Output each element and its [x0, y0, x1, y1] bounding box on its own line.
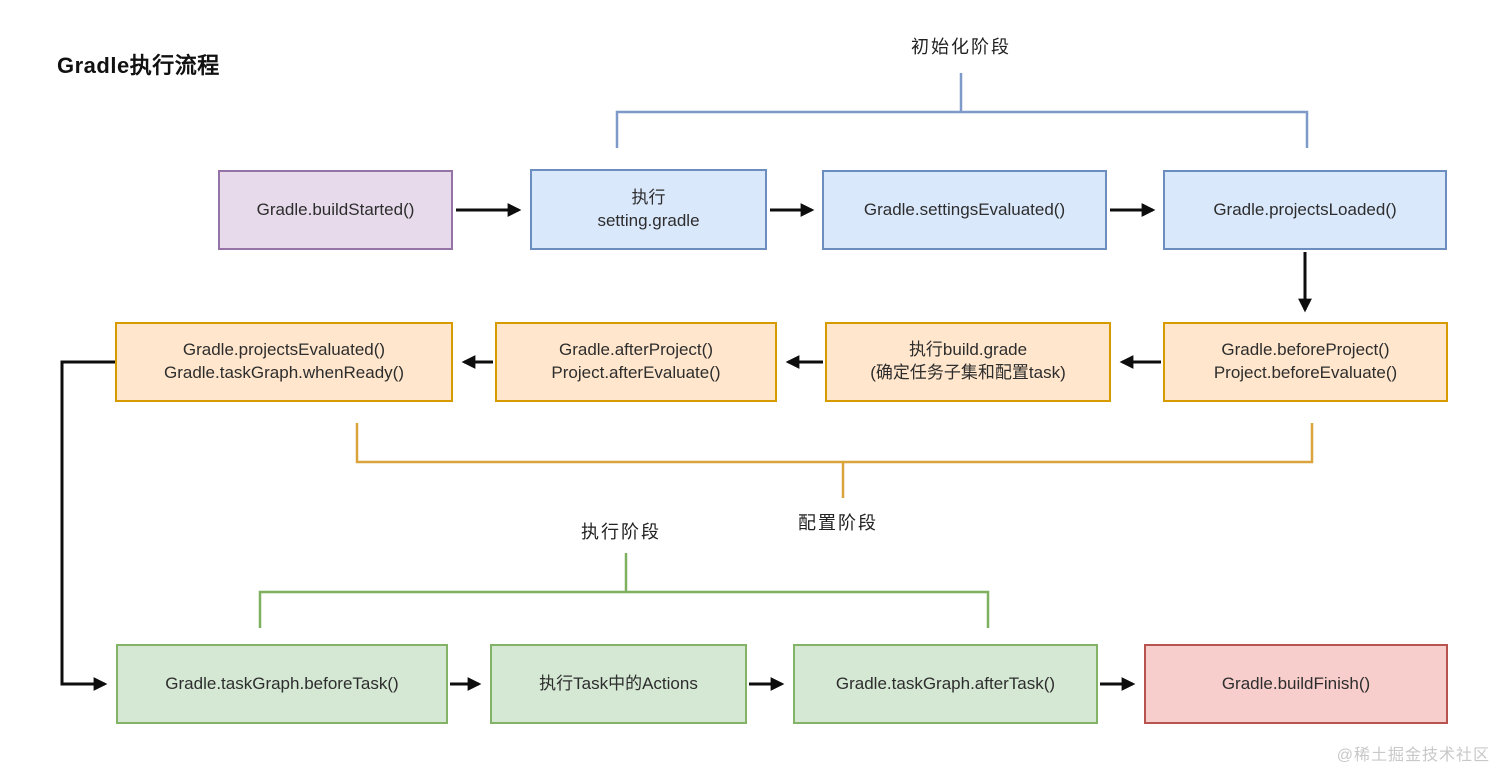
node-build-finish: Gradle.buildFinish() — [1144, 644, 1448, 724]
diagram-title: Gradle执行流程 — [57, 53, 220, 78]
phase-label-initialization: 初始化阶段 — [911, 37, 1011, 57]
node-exec-task-actions: 执行Task中的Actions — [490, 644, 747, 724]
phase-label-execution: 执行阶段 — [581, 522, 661, 542]
node-projects-loaded: Gradle.projectsLoaded() — [1163, 170, 1447, 250]
node-build-started: Gradle.buildStarted() — [218, 170, 453, 250]
arrow-projectsevaluated-elbow-to-beforetask — [60, 360, 115, 691]
node-settings-evaluated: Gradle.settingsEvaluated() — [822, 170, 1107, 250]
phase-label-configuration: 配置阶段 — [798, 513, 878, 533]
node-before-project: Gradle.beforeProject() Project.beforeEva… — [1163, 322, 1448, 402]
bracket-initialization — [615, 110, 1309, 148]
node-projects-evaluated: Gradle.projectsEvaluated() Gradle.taskGr… — [115, 322, 453, 402]
node-before-task: Gradle.taskGraph.beforeTask() — [116, 644, 448, 724]
watermark: @稀土掘金技术社区 — [1336, 747, 1490, 764]
bracket-configuration — [355, 423, 1314, 464]
node-after-project: Gradle.afterProject() Project.afterEvalu… — [495, 322, 777, 402]
node-exec-setting-gradle: 执行 setting.gradle — [530, 169, 767, 250]
bracket-execution — [258, 590, 990, 628]
node-after-task: Gradle.taskGraph.afterTask() — [793, 644, 1098, 724]
node-exec-build-gradle: 执行build.grade (确定任务子集和配置task) — [825, 322, 1111, 402]
